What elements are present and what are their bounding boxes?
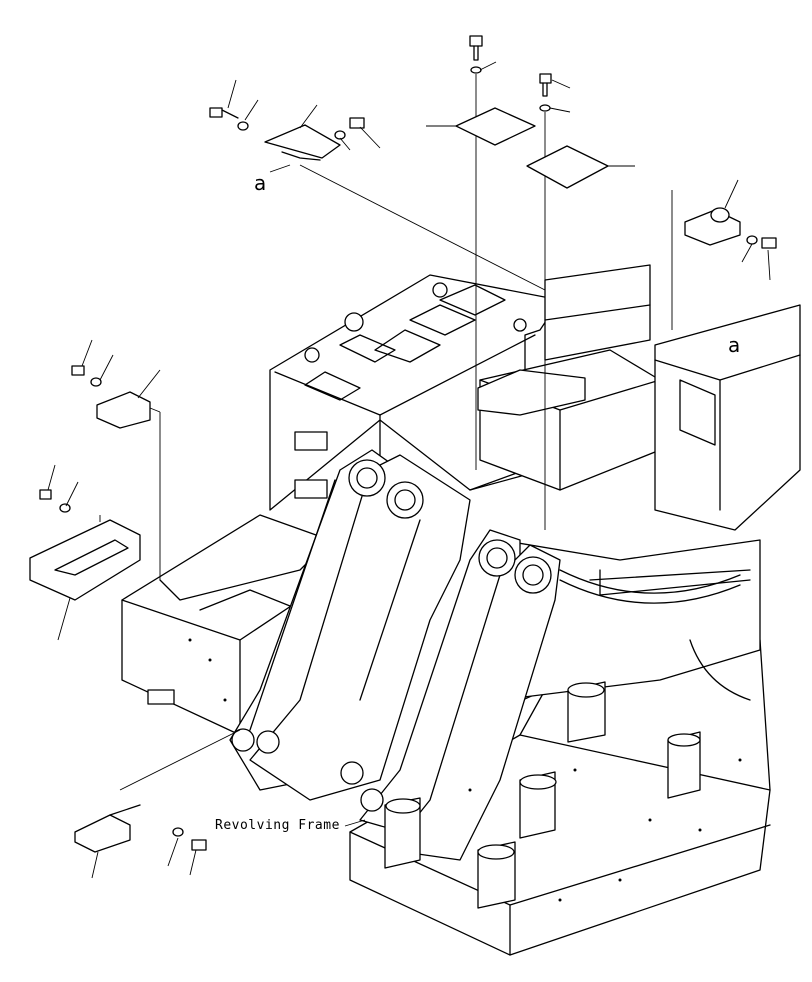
bolt-top-right <box>539 73 552 530</box>
bracket-right <box>671 190 777 330</box>
label-leader-revolving-frame <box>344 819 366 827</box>
step-plate-top-right <box>526 145 635 189</box>
ref-a-right: a <box>728 333 740 357</box>
bolt-top-center <box>469 35 483 470</box>
step-top-left <box>209 107 546 291</box>
step-bottom-left <box>74 729 241 853</box>
label-revolving-frame: Revolving Frame <box>215 818 340 833</box>
revolving-frame <box>121 264 801 956</box>
step-plate-top-center <box>426 107 536 146</box>
basket-left <box>29 489 141 601</box>
bracket-left <box>71 365 161 580</box>
ref-a-top: a <box>254 171 266 195</box>
leader-lines <box>47 61 771 879</box>
